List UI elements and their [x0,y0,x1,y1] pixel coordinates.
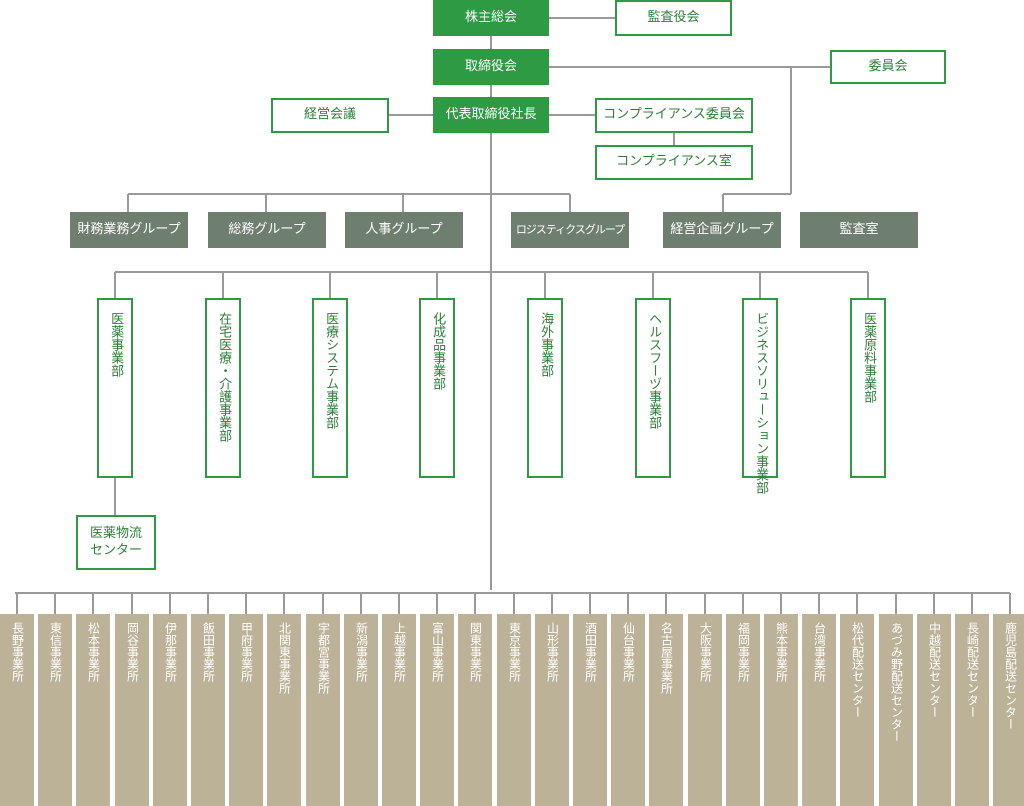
office-label: 仙台事業所 [621,622,636,682]
pharma-logistics-center-line2: センター [89,542,142,558]
office-label: 鹿児島配送センター [1003,622,1018,730]
office-box: 鹿児島配送センター [993,614,1024,806]
office-label: 福岡事業所 [736,622,751,682]
office-box: 長野事業所 [0,614,34,806]
office-label: 新潟事業所 [354,622,369,682]
division-overseas: 海外事業部 [527,298,563,478]
group-audit-office: 監査室 [800,212,918,248]
office-label: 上越事業所 [392,622,407,682]
office-label: 大阪事業所 [698,622,713,682]
office-box: 関東事業所 [458,614,492,806]
office-box: 伊那事業所 [153,614,187,806]
office-box: 東信事業所 [38,614,72,806]
office-box: 北関東事業所 [267,614,301,806]
office-box: 新潟事業所 [344,614,378,806]
board-of-directors-box: 取締役会 [433,49,549,85]
office-box: 酒田事業所 [573,614,607,806]
office-label: 富山事業所 [430,622,445,682]
office-box: 台湾事業所 [802,614,836,806]
office-label: 長野事業所 [10,622,25,682]
office-label: 東京事業所 [507,622,522,682]
office-label: 台湾事業所 [812,622,827,682]
office-label: あづみ野配送センター [889,622,904,742]
pharma-logistics-center-line1: 医薬物流 [89,526,142,542]
office-label: 岡谷事業所 [125,622,140,682]
office-label: 北関東事業所 [277,622,292,694]
management-meeting-box: 経営会議 [271,98,389,133]
office-box: 大阪事業所 [688,614,722,806]
office-box: 宇都宮事業所 [306,614,340,806]
office-box: 東京事業所 [497,614,531,806]
office-box: 甲府事業所 [229,614,263,806]
group-human-resources: 人事グループ [345,212,463,248]
office-label: 中越配送センター [927,622,942,718]
office-label: 名古屋事業所 [659,622,674,694]
group-corporate-planning: 経営企画グループ [663,212,781,248]
pharma-logistics-center-box: 医薬物流 センター [76,515,156,570]
office-box: 飯田事業所 [191,614,225,806]
compliance-committee-box: コンプライアンス委員会 [595,98,753,133]
office-box: 熊本事業所 [764,614,798,806]
office-box: 松本事業所 [76,614,110,806]
office-label: 熊本事業所 [774,622,789,682]
office-label: 長崎配送センター [965,622,980,718]
office-box: 中越配送センター [917,614,951,806]
committees-box: 委員会 [830,50,946,84]
division-medical-systems: 医療システム事業部 [312,298,348,478]
shareholders-meeting-box: 株主総会 [433,0,549,36]
division-pharma-materials: 医薬原料事業部 [850,298,886,478]
office-box: 仙台事業所 [611,614,645,806]
office-label: 甲府事業所 [239,622,254,682]
board-of-auditors-box: 監査役会 [615,0,732,36]
division-chemicals: 化成品事業部 [419,298,455,478]
office-label: 飯田事業所 [201,622,216,682]
division-home-care: 在宅医療・介護事業部 [205,298,241,478]
office-box: 松代配送センター [840,614,874,806]
division-pharmaceutical: 医薬事業部 [97,298,133,478]
group-general-affairs: 総務グループ [208,212,326,248]
office-label: 伊那事業所 [163,622,178,682]
office-box: 名古屋事業所 [649,614,683,806]
office-label: 東信事業所 [48,622,63,682]
office-label: 関東事業所 [468,622,483,682]
office-box: 福岡事業所 [726,614,760,806]
office-box: あづみ野配送センター [879,614,913,806]
office-label: 松代配送センター [850,622,865,718]
office-box: 上越事業所 [382,614,416,806]
office-label: 山形事業所 [545,622,560,682]
office-label: 酒田事業所 [583,622,598,682]
group-logistics: ロジスティクスグループ [511,212,629,248]
office-box: 富山事業所 [420,614,454,806]
office-label: 松本事業所 [86,622,101,682]
office-box: 岡谷事業所 [115,614,149,806]
compliance-office-box: コンプライアンス室 [595,145,753,180]
office-box: 長崎配送センター [955,614,989,806]
office-label: 宇都宮事業所 [316,622,331,694]
president-box: 代表取締役社長 [433,97,549,133]
office-box: 山形事業所 [535,614,569,806]
group-finance: 財務業務グループ [70,212,188,248]
division-health-foods: ヘルスフーヅ事業部 [635,298,671,478]
division-business-solutions: ビジネスソリューション事業部 [742,298,778,494]
